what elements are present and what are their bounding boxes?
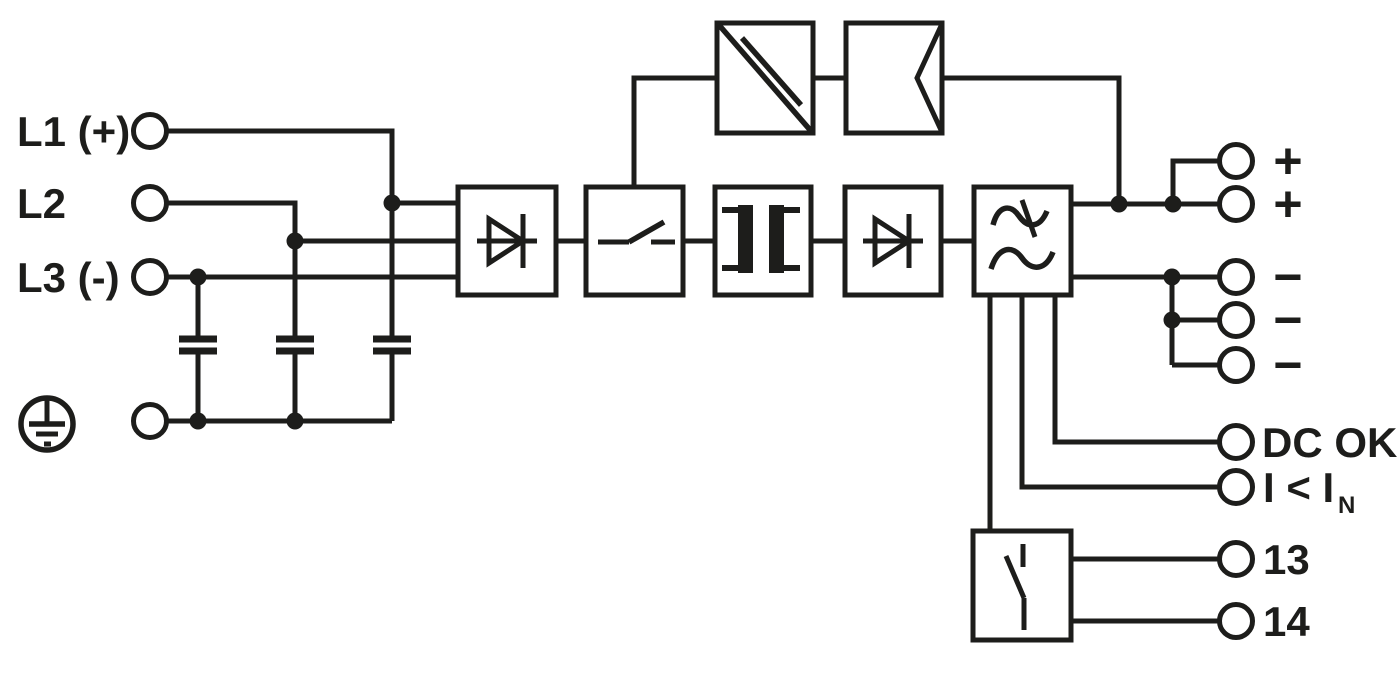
output-terminal-plus-1: + bbox=[1217, 133, 1303, 189]
input-rectifier-block bbox=[455, 184, 559, 298]
plus-label: + bbox=[1273, 133, 1302, 189]
relay-terminal-14: 14 bbox=[1217, 598, 1310, 645]
output-filter-block bbox=[971, 184, 1074, 298]
terminal-circle bbox=[1217, 423, 1255, 461]
current-signal-terminal: I < I N bbox=[1217, 464, 1355, 519]
junction-dot bbox=[383, 194, 401, 212]
current-signal-label: I < I bbox=[1263, 464, 1334, 511]
wire-l1 bbox=[166, 128, 395, 336]
wire-positive-branch bbox=[1170, 158, 1219, 204]
capacitor-1 bbox=[179, 335, 217, 355]
crossed-sine-icon bbox=[990, 205, 1050, 228]
crossed-sine-slash bbox=[1019, 199, 1038, 238]
junction-dot bbox=[1163, 311, 1181, 329]
capacitor-3 bbox=[373, 335, 411, 355]
output-terminal-plus-2: + bbox=[1217, 176, 1303, 232]
dc-ok-label: DC OK bbox=[1262, 419, 1397, 466]
terminal-label-l2: L2 bbox=[17, 180, 66, 227]
wire-l2 bbox=[166, 200, 298, 336]
input-terminal-l3: L3 (-) bbox=[17, 254, 169, 301]
wire-switch-to-dcdc bbox=[631, 75, 717, 187]
junction-dot bbox=[1164, 195, 1182, 213]
dc-ok-terminal: DC OK bbox=[1217, 419, 1397, 466]
junction-dot bbox=[286, 412, 304, 430]
terminal-circle bbox=[1217, 468, 1255, 506]
terminal-circle bbox=[1217, 301, 1255, 339]
dcdc-converter-block bbox=[714, 20, 816, 136]
terminal-circle bbox=[1217, 346, 1255, 384]
relay-contact-block bbox=[970, 528, 1074, 643]
converter-diagonal-icon bbox=[716, 23, 814, 133]
minus-label: − bbox=[1273, 292, 1302, 348]
output-terminal-minus-2: − bbox=[1217, 292, 1303, 348]
input-capacitors bbox=[179, 335, 411, 355]
junction-dot bbox=[1163, 268, 1181, 286]
switching-stage-block bbox=[583, 184, 686, 298]
wires bbox=[166, 75, 1219, 624]
capacitor-2 bbox=[276, 335, 314, 355]
chevron-icon bbox=[914, 24, 944, 132]
wire-dc-ok bbox=[1052, 295, 1219, 445]
protective-earth-icon bbox=[18, 395, 76, 453]
minus-label: − bbox=[1273, 337, 1302, 393]
terminal-circle bbox=[1217, 185, 1255, 223]
output-terminal-minus-1: − bbox=[1217, 249, 1303, 305]
plus-label: + bbox=[1273, 176, 1302, 232]
terminal-circle bbox=[131, 184, 169, 222]
minus-label: − bbox=[1273, 249, 1302, 305]
junction-dot bbox=[189, 412, 207, 430]
terminal-circle bbox=[1217, 142, 1255, 180]
output-rectifier-block bbox=[842, 184, 944, 298]
current-signal-subscript: N bbox=[1338, 492, 1355, 519]
terminal-circle bbox=[131, 112, 169, 150]
diode-icon bbox=[863, 214, 923, 268]
junction-dot bbox=[286, 232, 304, 250]
output-terminal-minus-3: − bbox=[1217, 337, 1303, 393]
wire-boost-return bbox=[942, 75, 1122, 204]
wire-current-signal bbox=[1019, 295, 1219, 490]
terminal-label-l3: L3 (-) bbox=[17, 254, 120, 301]
terminal-circle bbox=[1217, 258, 1255, 296]
input-terminal-l2: L2 bbox=[17, 180, 169, 227]
relay-terminal-13: 13 bbox=[1217, 536, 1310, 583]
relay-contact-icon bbox=[1003, 544, 1027, 630]
junction-dot bbox=[189, 268, 207, 286]
junction-dots bbox=[189, 194, 1182, 430]
transformer-icon bbox=[722, 205, 800, 273]
terminal-label-l1: L1 (+) bbox=[17, 108, 130, 155]
switch-icon bbox=[598, 219, 675, 245]
relay-14-label: 14 bbox=[1263, 598, 1310, 645]
terminal-circle bbox=[131, 402, 169, 440]
transformer-block bbox=[712, 184, 814, 298]
terminal-circle bbox=[1217, 602, 1255, 640]
sine-icon bbox=[988, 246, 1056, 270]
filter-icon bbox=[988, 199, 1056, 270]
block-frame bbox=[712, 184, 814, 298]
ground-terminal bbox=[131, 402, 169, 440]
relay-13-label: 13 bbox=[1263, 536, 1310, 583]
terminal-circle bbox=[131, 258, 169, 296]
diode-icon bbox=[477, 214, 537, 268]
boost-stage-block bbox=[843, 20, 945, 136]
block-frame bbox=[843, 20, 945, 136]
input-terminal-l1: L1 (+) bbox=[17, 108, 169, 155]
terminal-circle bbox=[1217, 540, 1255, 578]
junction-dot bbox=[1110, 195, 1128, 213]
